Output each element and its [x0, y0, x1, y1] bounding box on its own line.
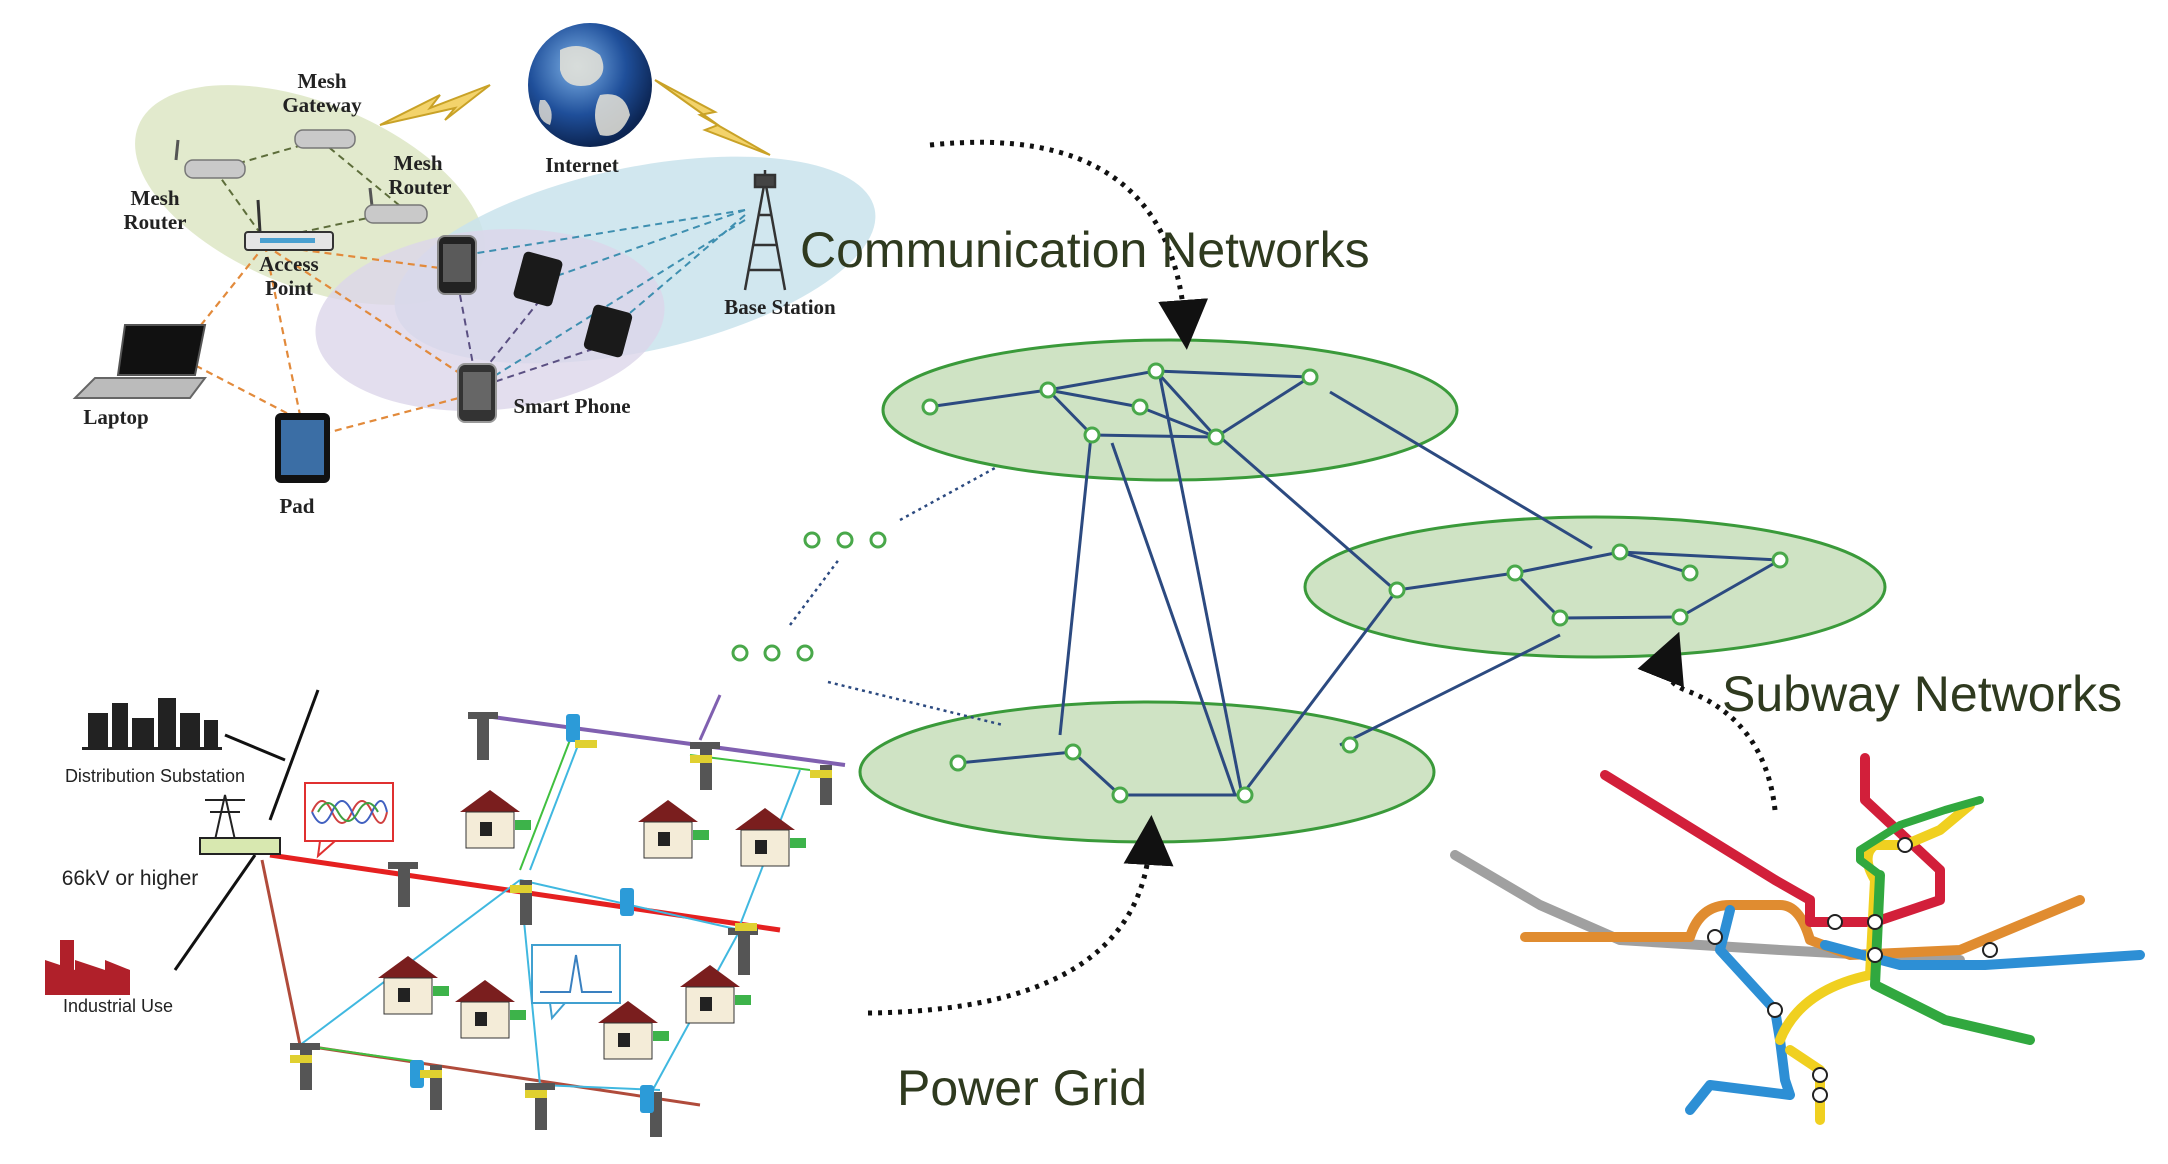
- house-icon: [598, 1001, 669, 1060]
- feeder-brown-left: [260, 859, 302, 1046]
- access-point-icon: [244, 199, 334, 251]
- cell-links: [464, 209, 746, 386]
- house-icon: [638, 800, 709, 859]
- power-layer-ellipse: [858, 700, 1436, 844]
- network-layers: [731, 139, 1887, 1016]
- mesh-gateway-label-2: Gateway: [282, 93, 362, 117]
- factory-icon: [45, 940, 130, 995]
- voltage-label: 66kV or higher: [62, 867, 199, 890]
- inter-layer-edges: [1058, 376, 1593, 796]
- subway-line-green-north: [1856, 796, 1984, 879]
- network-nodes: [921, 362, 1789, 804]
- subway-networks-label: Subway Networks: [1722, 666, 2122, 722]
- subway-line-orange: [1520, 895, 2085, 960]
- router-icon: [174, 139, 246, 179]
- phone-icon: [437, 235, 477, 295]
- transformer-icon: [410, 714, 654, 1113]
- waveform-callout: [304, 782, 394, 859]
- feeder-purple: [477, 713, 846, 767]
- communication-networks-label: Communication Networks: [800, 222, 1370, 278]
- laptop-label: Laptop: [83, 405, 148, 429]
- house-icon: [378, 956, 449, 1015]
- feeder-green: [519, 739, 571, 871]
- phone-links: [459, 294, 606, 386]
- tower-icon: [743, 170, 787, 291]
- device-zone: [315, 229, 665, 411]
- communication-panel: Mesh Gateway Internet Mesh Router Mesh R…: [72, 23, 876, 518]
- router-icon: [294, 129, 356, 149]
- house-icon: [455, 980, 526, 1039]
- lightning-icon: [654, 79, 771, 156]
- subway-line-blue-east: [1820, 940, 2145, 970]
- phone-icon: [583, 304, 633, 358]
- industrial-link: [173, 854, 257, 971]
- insulator-icon: [290, 740, 832, 1098]
- subway-edges: [1396, 550, 1781, 620]
- router-icon: [364, 187, 428, 224]
- distribution-substation-label: Distribution Substation: [65, 766, 245, 786]
- laptop-icon: [72, 324, 207, 399]
- mesh-router-right-label-1: Mesh: [394, 151, 443, 175]
- mesh-gateway-label-1: Mesh: [298, 69, 347, 93]
- mesh-router-left-label-1: Mesh: [131, 186, 180, 210]
- tablet-icon: [275, 413, 330, 483]
- power-edges: [957, 750, 1245, 797]
- subway-stations: [1707, 837, 1998, 1103]
- subway-line-green: [1870, 870, 2035, 1045]
- lightning-icon: [379, 84, 491, 126]
- communication-edges: [927, 369, 1311, 439]
- arrow-subway: [1637, 631, 1778, 811]
- phone-icon: [457, 363, 497, 423]
- base-station-label: Base Station: [724, 295, 836, 319]
- access-point-label-1: Access: [259, 252, 318, 276]
- subway-line-yellow-south: [1785, 1045, 1825, 1125]
- communication-layer-ellipse: [881, 338, 1459, 482]
- access-point-label-2: Point: [265, 276, 313, 300]
- house-icon: [680, 965, 751, 1024]
- substation-link: [224, 733, 286, 762]
- house-icon: [460, 790, 531, 849]
- pad-label: Pad: [279, 494, 314, 518]
- subway-map: [1450, 753, 2145, 1125]
- phone-icon: [513, 251, 563, 307]
- dotted-connectors: [788, 466, 1004, 727]
- subway-line-blue: [1685, 905, 1795, 1115]
- internet-label: Internet: [545, 153, 618, 177]
- smart-phone-label: Smart Phone: [513, 394, 630, 418]
- house-icon: [735, 808, 806, 867]
- city-icon: [82, 698, 222, 750]
- globe-icon: [528, 23, 652, 147]
- subway-layer-ellipse: [1303, 515, 1887, 659]
- ellipsis-dots: [731, 531, 887, 662]
- transformer-icon: [199, 794, 281, 855]
- substation-link: [268, 689, 320, 821]
- industrial-use-label: Industrial Use: [63, 996, 173, 1016]
- arrow-power: [867, 815, 1174, 1016]
- arrow-communication: [929, 139, 1209, 350]
- feeder-tail: [698, 694, 722, 741]
- pulse-callout: [531, 944, 621, 1021]
- mesh-router-right-label-2: Router: [389, 175, 452, 199]
- mesh-router-left-label-2: Router: [124, 210, 187, 234]
- power-grid-panel: Distribution Substation 66kV or higher I…: [45, 689, 846, 1137]
- power-grid-label: Power Grid: [897, 1060, 1147, 1116]
